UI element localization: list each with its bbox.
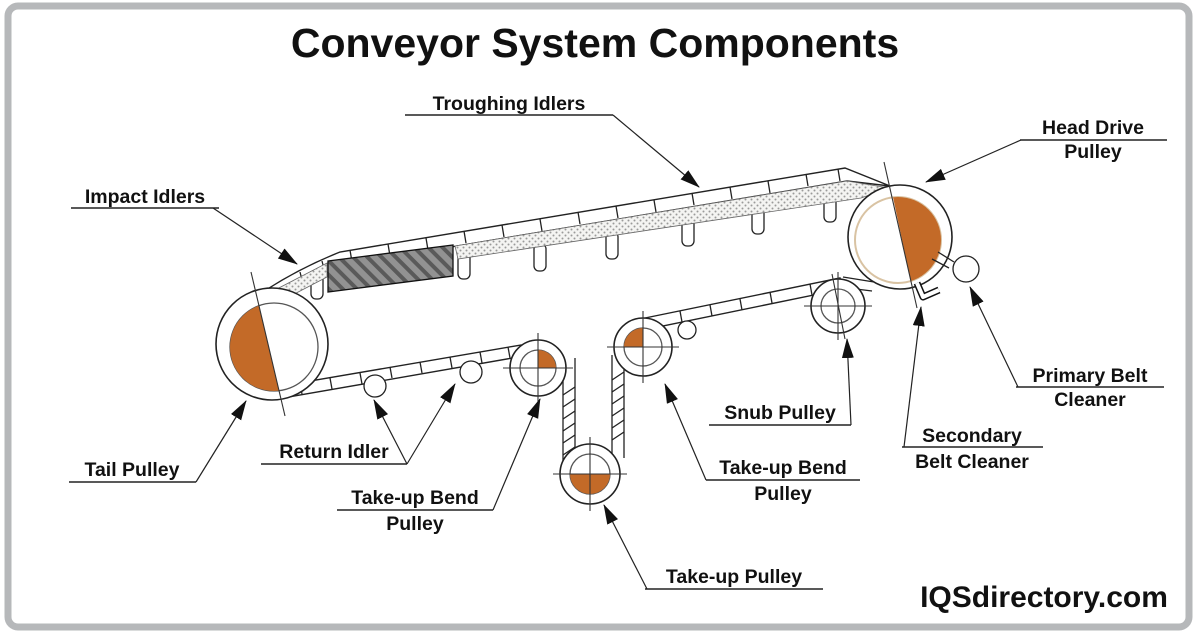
leader-takeup-pulley [603,504,648,590]
watermark-text: IQSdirectory.com [920,581,1168,614]
impact-idler-section [327,244,454,293]
take-up-pulley [553,437,627,511]
leader-primary-cleaner [969,286,1019,388]
leader-lines [195,114,1022,590]
leader-tail-pulley [195,400,247,483]
take-up-bend-pulley-right [607,311,679,383]
leader-impact-idlers [212,207,298,265]
leader-return-idler-1 [373,399,408,465]
label-head-drive-pulley: Head Drive [1042,117,1144,139]
head-drive-pulley [847,161,953,309]
label-return-idler: Return Idler [279,441,389,463]
leader-takeup-bend-right [664,383,707,481]
return-idlers [363,320,697,398]
label-tail-pulley: Tail Pulley [84,459,179,481]
label-secondary-cleaner-2: Belt Cleaner [915,451,1029,473]
label-takeup-bend-right-2: Pulley [754,483,812,505]
takeup-loop-belt [562,355,625,461]
primary-belt-cleaner [931,251,980,283]
label-takeup-bend-right: Take-up Bend [719,457,846,479]
label-head-drive-pulley-2: Pulley [1064,141,1122,163]
leader-head-drive-pulley [925,139,1022,183]
leader-secondary-cleaner [903,306,925,448]
tail-pulley [215,271,329,417]
label-takeup-pulley: Take-up Pulley [666,566,802,588]
snub-pulley [804,272,872,340]
label-takeup-bend-left: Take-up Bend [351,487,478,509]
leader-takeup-bend-left [492,398,541,511]
leader-snub-pulley [841,338,854,426]
leader-troughing-idlers [612,114,700,188]
label-impact-idlers: Impact Idlers [85,186,205,208]
leader-return-idler-2 [406,383,456,465]
label-primary-cleaner-2: Cleaner [1054,389,1126,411]
label-snub-pulley: Snub Pulley [724,402,836,424]
troughing-idler-bed [454,180,891,260]
labels: Troughing Idlers Head Drive Pulley Impac… [69,93,1167,590]
take-up-bend-pulley-left [503,333,573,403]
page-title: Conveyor System Components [291,20,899,66]
label-secondary-cleaner: Secondary [922,425,1022,447]
label-troughing-idlers: Troughing Idlers [433,93,586,115]
image-border [4,2,1193,631]
label-takeup-bend-left-2: Pulley [386,513,444,535]
secondary-belt-cleaner [913,281,941,301]
label-primary-cleaner: Primary Belt [1033,365,1148,387]
